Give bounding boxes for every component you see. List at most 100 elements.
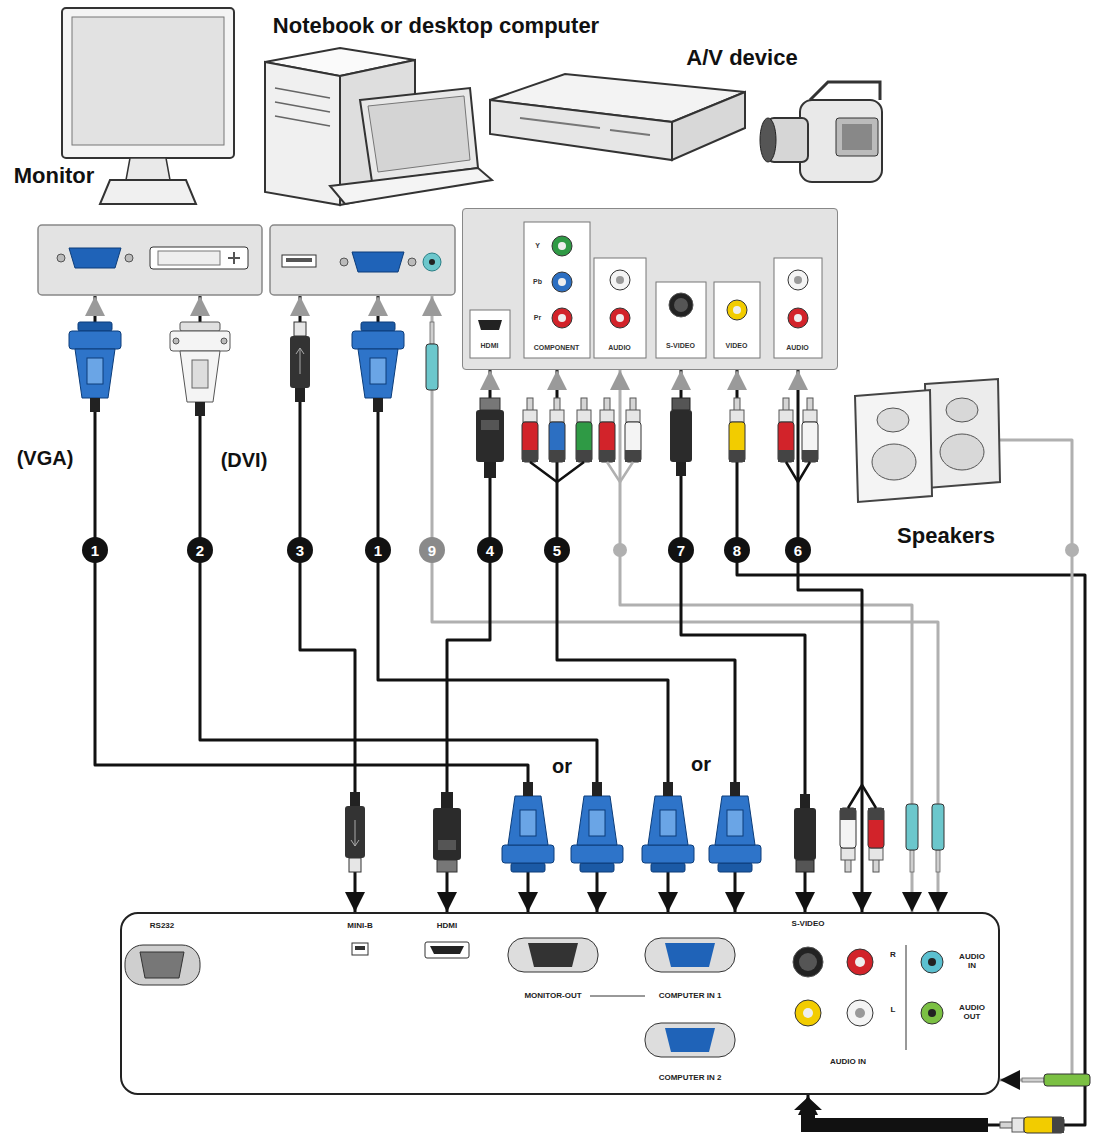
callout-number: 3 bbox=[287, 537, 313, 563]
av-port-panel bbox=[478, 320, 502, 330]
speakers-illustration bbox=[940, 434, 984, 470]
projector-panel-ports bbox=[528, 943, 578, 967]
callout-number: 9 bbox=[419, 537, 445, 563]
callout-number: 6 bbox=[785, 537, 811, 563]
cable-plugs bbox=[906, 804, 918, 872]
cable-plugs bbox=[426, 322, 438, 390]
cable-type-label: (DVI) bbox=[221, 449, 268, 472]
alternative-label: or bbox=[691, 753, 711, 776]
av-player-illustration bbox=[490, 100, 672, 160]
computer-port-panel bbox=[423, 253, 441, 271]
computer-port-panel bbox=[286, 258, 312, 262]
cable-plugs bbox=[848, 785, 876, 808]
av-port-panel bbox=[462, 208, 838, 370]
callout-number: 7 bbox=[668, 537, 694, 563]
cable-plugs bbox=[840, 808, 856, 872]
av-port-panel bbox=[594, 258, 646, 358]
av-port-panel bbox=[524, 222, 590, 358]
computer-illustration bbox=[360, 88, 478, 182]
monitor-port-panel bbox=[125, 254, 133, 262]
projector-panel-ports bbox=[803, 1008, 813, 1018]
port-label: Pr bbox=[534, 314, 541, 322]
projector-panel-ports bbox=[140, 952, 184, 978]
cable-plugs bbox=[290, 322, 310, 402]
port-label: HDMI bbox=[437, 922, 457, 931]
port-label: Y bbox=[535, 242, 540, 250]
cable-plugs bbox=[502, 782, 554, 872]
monitor-port-panel bbox=[158, 251, 220, 265]
camcorder-illustration bbox=[800, 100, 882, 182]
computer-port-panel bbox=[270, 225, 455, 295]
cable-plugs bbox=[670, 398, 692, 476]
port-label: COMPUTER IN 2 bbox=[659, 1074, 722, 1083]
computer-port-panel bbox=[429, 259, 435, 265]
cable-plugs bbox=[642, 782, 694, 872]
device-label: Notebook or desktop computer bbox=[273, 14, 599, 38]
device-region: A/V deviceHDMIYPbPrCOMPONENTAUDIOS-VIDEO… bbox=[455, 40, 903, 372]
av-port-panel bbox=[558, 278, 566, 286]
cable-plugs bbox=[868, 808, 884, 872]
cable-plugs bbox=[476, 398, 504, 478]
av-port-panel bbox=[727, 300, 747, 320]
av-port-panel bbox=[788, 308, 808, 328]
cable-connector bbox=[681, 370, 805, 912]
cable-connector bbox=[557, 370, 735, 912]
speakers-illustration bbox=[877, 408, 909, 432]
projector-panel-ports bbox=[921, 951, 943, 973]
cable-plugs bbox=[794, 794, 816, 872]
camcorder-illustration bbox=[760, 82, 882, 182]
monitor-illustration bbox=[100, 180, 196, 204]
port-label: VIDEO bbox=[726, 342, 748, 350]
projector-panel-ports bbox=[847, 949, 873, 975]
monitor-illustration bbox=[62, 8, 234, 158]
port-label: MINI-B bbox=[347, 922, 372, 931]
port-label: RS232 bbox=[150, 922, 174, 931]
speakers-illustration bbox=[872, 444, 916, 480]
camcorder-illustration bbox=[810, 82, 880, 100]
port-label: AUDIO bbox=[786, 344, 809, 352]
cable-plugs bbox=[794, 1097, 988, 1132]
projector-panel-ports bbox=[799, 953, 817, 971]
av-port-panel bbox=[616, 276, 624, 284]
monitor-illustration bbox=[72, 17, 224, 145]
av-port-panel bbox=[470, 310, 510, 358]
projector-panel-ports bbox=[928, 1009, 936, 1017]
projector-panel: RS232MINI-BHDMIMONITOR-OUTCOMPUTER IN 1C… bbox=[120, 912, 1000, 1095]
projector-panel-ports bbox=[430, 946, 464, 954]
av-port-panel bbox=[558, 242, 566, 250]
cable-connector bbox=[200, 296, 597, 912]
projector-panel-ports bbox=[665, 1028, 715, 1052]
computer-illustration bbox=[275, 88, 330, 126]
av-port-panel bbox=[610, 270, 630, 290]
device-label: Monitor bbox=[14, 164, 95, 188]
speakers-illustration bbox=[925, 379, 1000, 488]
alternative-label: or bbox=[552, 755, 572, 778]
projector-panel-ports bbox=[352, 943, 368, 955]
cable-plugs bbox=[530, 462, 810, 482]
callout-number: 2 bbox=[187, 537, 213, 563]
projector-panel-ports bbox=[793, 947, 823, 977]
av-port-panel bbox=[669, 293, 693, 317]
device-label: Speakers bbox=[897, 524, 995, 548]
av-port-panel bbox=[788, 270, 808, 290]
av-port-panel bbox=[733, 306, 741, 314]
cable-connector bbox=[1000, 440, 1072, 1080]
cable-connector bbox=[95, 296, 528, 912]
projector-panel-ports bbox=[795, 1000, 821, 1026]
port-label: HDMI bbox=[481, 342, 499, 350]
port-label: AUDIO IN bbox=[830, 1058, 866, 1067]
cable-plugs bbox=[571, 782, 623, 872]
projector-panel-ports bbox=[508, 938, 598, 972]
device-region: Monitor bbox=[4, 4, 266, 296]
camcorder-illustration bbox=[836, 118, 878, 156]
projector-panel-ports bbox=[120, 912, 1000, 1095]
av-port-panel bbox=[794, 314, 802, 322]
callout-number: 8 bbox=[724, 537, 750, 563]
av-port-panel bbox=[610, 308, 630, 328]
projector-panel-ports bbox=[425, 942, 469, 958]
cable-plugs bbox=[709, 782, 761, 872]
projector-panel-ports bbox=[645, 1023, 735, 1057]
av-player-illustration bbox=[520, 118, 650, 135]
device-region: Notebook or desktop computer bbox=[240, 6, 635, 296]
